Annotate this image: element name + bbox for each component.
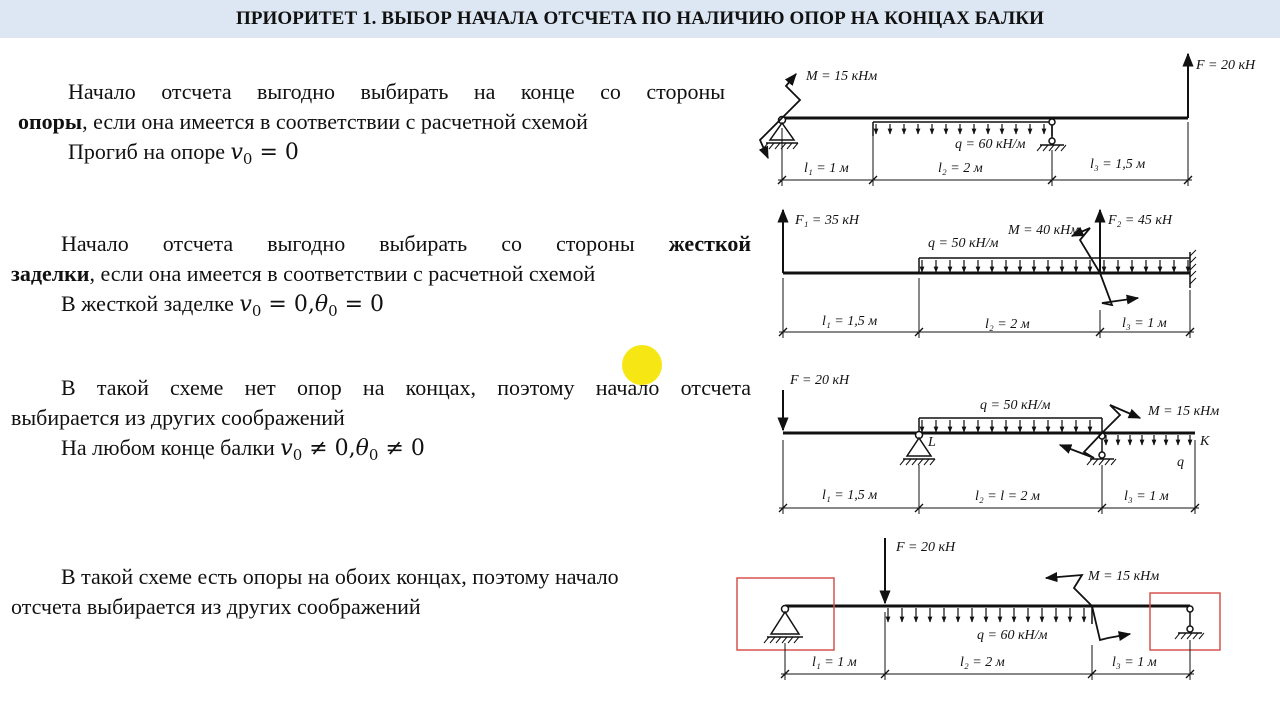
d3-moment-label: M = 15 кНм — [1147, 404, 1219, 419]
dimension-tick — [914, 503, 924, 513]
d2-fixed-support — [1189, 249, 1197, 288]
block1-line2: опоры, если она имеется в соответствии с… — [18, 107, 725, 137]
block1-line2-rest: , если она имеется в соответствии с расч… — [82, 109, 588, 134]
d4-moment — [1044, 572, 1132, 642]
dimension-tick — [778, 503, 788, 513]
dimension-tick — [778, 327, 788, 337]
d4-moment-label: M = 15 кНм — [1087, 569, 1159, 584]
d1-span1: l₁ = 1 м — [804, 161, 849, 176]
pointer-highlight — [622, 345, 662, 385]
d2-moment-label: M = 40 кНм — [1007, 223, 1079, 238]
dimension-tick — [1095, 327, 1105, 337]
d1-load-label: q = 60 кН/м — [955, 137, 1025, 152]
block3-line2: выбирается из других соображений — [11, 405, 345, 430]
d2-span1: l₁ = 1,5 м — [822, 314, 877, 329]
d3-point-K: K — [1199, 434, 1210, 449]
d2-load-label: q = 50 кН/м — [928, 236, 998, 251]
block2-cond-text: В жесткой заделке — [61, 291, 234, 316]
block3-formula: v0 ≠ 0,θ0 ≠ 0 — [280, 436, 425, 464]
block1-condition: Прогиб на опоре v0 = 0 — [18, 137, 725, 168]
dimension-tick — [1185, 669, 1195, 679]
slide-title: ПРИОРИТЕТ 1. ВЫБОР НАЧАЛА ОТСЧЕТА ПО НАЛ… — [235, 8, 1045, 29]
text-block-4: В такой схеме есть опоры на обоих концах… — [11, 562, 751, 622]
d2-moment — [1070, 226, 1140, 307]
text-block-1: Начало отсчета выгодно выбирать на конце… — [18, 77, 725, 168]
dimension-tick — [1183, 175, 1193, 185]
dimension-tick — [1185, 327, 1195, 337]
block1-formula: v0 = 0 — [230, 140, 299, 168]
title-bar: ПРИОРИТЕТ 1. ВЫБОР НАЧАЛА ОТСЧЕТА ПО НАЛ… — [0, 0, 1280, 38]
d4-load-label: q = 60 кН/м — [977, 628, 1047, 643]
d2-dimension — [779, 278, 1194, 338]
dimension-tick — [1047, 175, 1057, 185]
d1-dimension — [778, 122, 1192, 186]
dimension-tick — [780, 669, 790, 679]
diagram-4 — [736, 538, 1221, 680]
block2-condition: В жесткой заделке v0 = 0,θ0 = 0 — [11, 289, 751, 320]
dimension-tick — [914, 327, 924, 337]
diagram-2 — [777, 208, 1197, 338]
block1-bold-support: опоры — [18, 109, 83, 134]
dimension-tick — [777, 175, 787, 185]
d1-moment — [758, 73, 802, 160]
dimension-tick — [880, 669, 890, 679]
d3-point-L: L — [927, 435, 936, 450]
d3-load-label: q = 50 кН/м — [980, 398, 1050, 413]
dimension-tick — [1190, 503, 1200, 513]
d1-span3: l₃ = 1,5 м — [1090, 157, 1145, 172]
d3-roller-support — [1086, 432, 1117, 466]
text-block-2: Начало отсчета выгодно выбирать со сторо… — [11, 229, 751, 320]
d4-right-highlight — [1149, 592, 1221, 651]
d3-span2: l₂ = l = 2 м — [975, 489, 1040, 504]
d1-roller-support — [1036, 118, 1067, 152]
block2-bold-clamp: заделки — [11, 261, 90, 286]
d3-span3: l₃ = 1 м — [1124, 489, 1169, 504]
d3-pin-support — [899, 430, 936, 466]
d4-roller-support — [1174, 605, 1205, 640]
dimension-tick — [1087, 669, 1097, 679]
block4-line1: В такой схеме есть опоры на обоих концах… — [61, 564, 619, 589]
diagram-3 — [777, 390, 1199, 514]
text-block-3: В такой схеме нет опор на концах, поэтом… — [11, 373, 751, 464]
dimension-tick — [1097, 503, 1107, 513]
block3-condition: На любом конце балки v0 ≠ 0,θ0 ≠ 0 — [11, 433, 751, 464]
diagram-1 — [758, 52, 1194, 186]
d3-dimension — [779, 440, 1199, 514]
d2-force2-label: F₂ = 45 кН — [1107, 213, 1173, 228]
d4-force-label: F = 20 кН — [895, 540, 956, 555]
d2-force1-label: F₁ = 35 кН — [794, 213, 860, 228]
block1-line1: Начало отсчета выгодно выбирать на конце… — [68, 79, 725, 104]
d1-span2: l₂ = 2 м — [938, 161, 983, 176]
d4-pin-support — [763, 604, 803, 644]
d3-moment — [1058, 404, 1142, 459]
d2-dist-load — [918, 257, 1190, 273]
d3-force-label: F = 20 кН — [789, 373, 850, 388]
dimension-tick — [868, 175, 878, 185]
d3-span1: l₁ = 1,5 м — [822, 488, 877, 503]
block2-formula: v0 = 0,θ0 = 0 — [239, 292, 385, 320]
d2-span3: l₃ = 1 м — [1122, 316, 1167, 331]
d4-span1: l₁ = 1 м — [812, 655, 857, 670]
d1-dist-load — [872, 121, 1053, 136]
d4-span3: l₃ = 1 м — [1112, 655, 1157, 670]
d1-moment-label: M = 15 кНм — [805, 69, 877, 84]
d4-span2: l₂ = 2 м — [960, 655, 1005, 670]
d2-span2: l₂ = 2 м — [985, 317, 1030, 332]
block1-cond-text: Прогиб на опоре — [68, 139, 225, 164]
d3-q2-label: q — [1177, 455, 1184, 470]
d3-dist-load-1 — [918, 417, 1103, 433]
block2-line2: заделки, если она имеется в соответствии… — [11, 261, 596, 286]
block2-bold-rigid: жесткой — [668, 231, 752, 256]
d1-force-label: F = 20 кН — [1195, 58, 1256, 73]
block3-cond-text: На любом конце балки — [61, 435, 275, 460]
block2-line1: Начало отсчета выгодно выбирать со сторо… — [61, 231, 752, 256]
block4-line2: отсчета выбирается из других соображений — [11, 594, 421, 619]
